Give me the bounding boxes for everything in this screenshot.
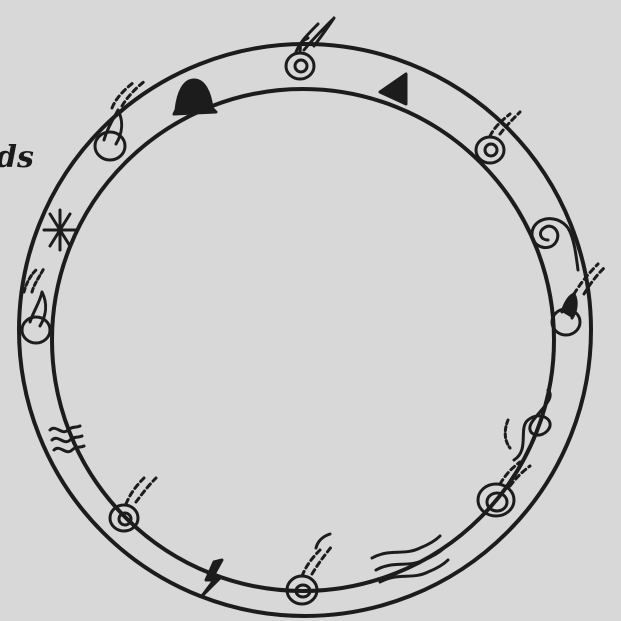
- smoke-pot-icon: [286, 18, 334, 79]
- outer-ring: [19, 44, 591, 616]
- wavy-lines-icon: [372, 536, 448, 582]
- smoke-pot-icon: [287, 534, 332, 604]
- flame-pot-icon: [22, 268, 50, 343]
- bell-icon: [174, 80, 216, 114]
- waves-icon: [50, 426, 84, 452]
- triangle-icon: [380, 74, 406, 104]
- smoke-pot-icon: [552, 264, 604, 335]
- lightning-icon: [202, 560, 222, 596]
- inner-ring: [52, 89, 554, 591]
